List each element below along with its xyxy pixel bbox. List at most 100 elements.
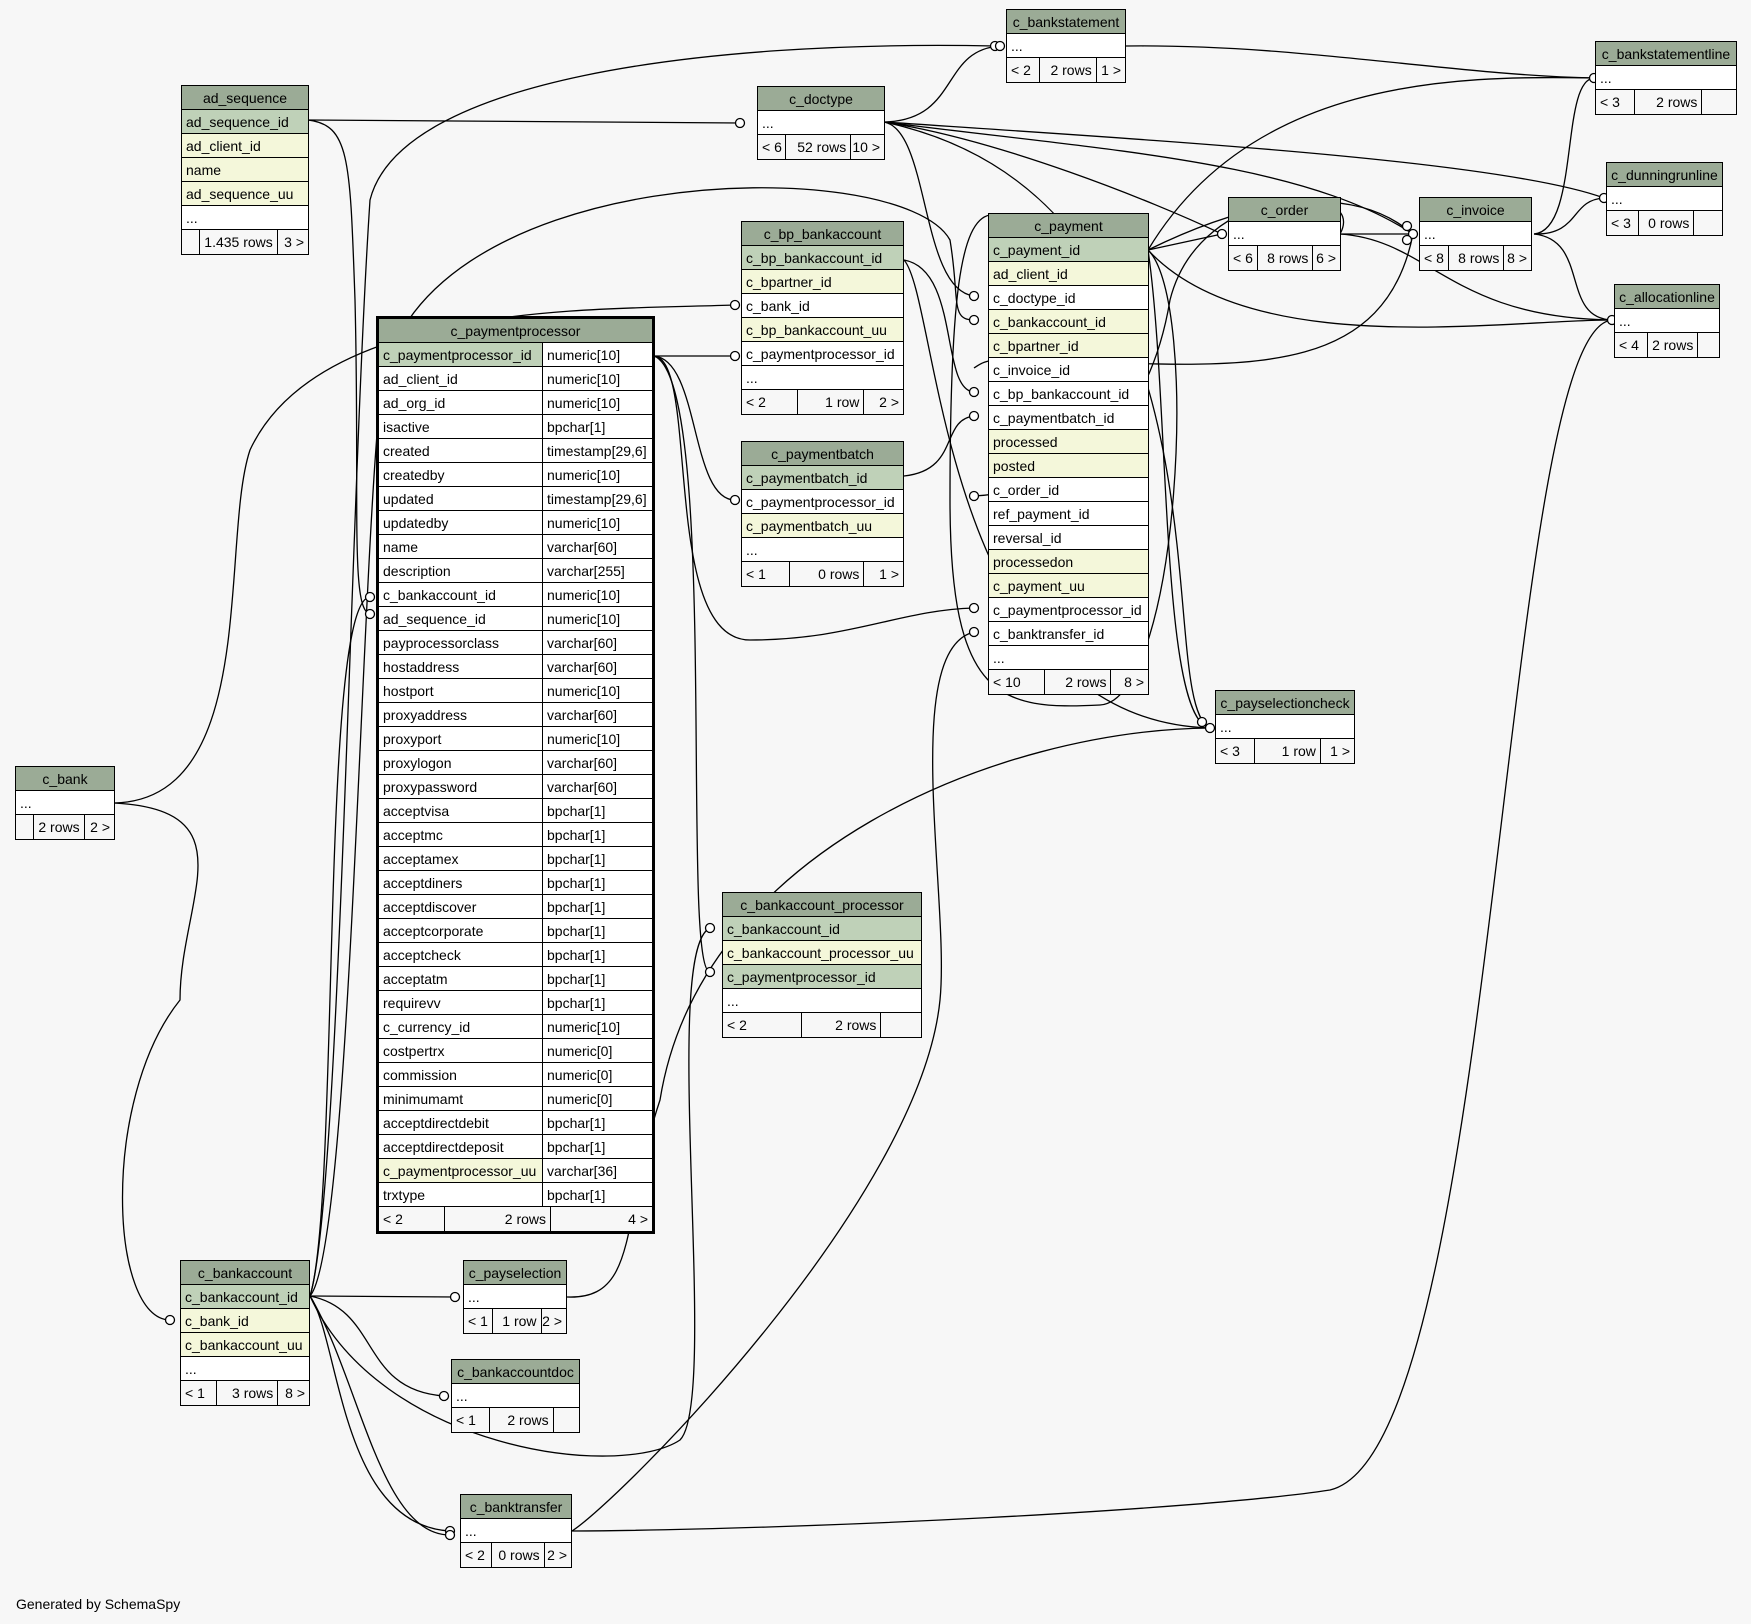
table-header: c_payselectioncheck — [1216, 691, 1354, 715]
edge-bankaccount-banktransfer-2 — [309, 1295, 451, 1536]
table-row: ad_sequence_id — [182, 110, 308, 134]
edge-doctype-order — [883, 121, 1223, 235]
table-row: ... — [16, 791, 114, 815]
table-ad-sequence[interactable]: ad_sequence ad_sequence_id ad_client_id … — [181, 85, 309, 255]
table-header: c_payment — [989, 214, 1148, 238]
edge-bankaccount-payment — [309, 187, 975, 1297]
edge-bank-bpbank — [113, 304, 736, 804]
table-row: c_bpartner_id — [742, 270, 903, 294]
edge-doctype-payselectioncheck — [883, 121, 1211, 729]
table-row: ... — [1420, 222, 1531, 246]
edge-payment-order — [1147, 233, 1223, 251]
table-row: processed — [989, 430, 1148, 454]
table-row: c_bpartner_id — [989, 334, 1148, 358]
edge-bankaccount-bankstatement — [309, 44, 996, 1297]
table-c-bankaccount[interactable]: c_bankaccount c_bankaccount_id c_bank_id… — [180, 1260, 310, 1406]
edge-payment-self — [949, 214, 1178, 707]
table-header: c_bankstatementline — [1596, 42, 1736, 66]
table-c-paymentbatch[interactable]: c_paymentbatch c_paymentbatch_id c_payme… — [741, 441, 904, 587]
table-row: ... — [1229, 222, 1340, 246]
edge-doctype-dunning — [883, 121, 1605, 199]
edge-bankstatement-bankstatementline — [1125, 45, 1595, 79]
table-row: c_bp_bankaccount_id — [989, 382, 1148, 406]
table-row: ad_sequence_uu — [182, 182, 308, 206]
table-header: c_doctype — [758, 87, 884, 111]
edge-banktransfer-allocation — [571, 319, 1613, 1532]
edge-bankaccount-processor — [309, 596, 371, 1297]
table-row: c_bp_bankaccount_id — [742, 246, 903, 270]
edge-adsequence-paymentprocessor — [307, 119, 371, 615]
edge-bankaccount-payselection — [309, 1295, 456, 1298]
table-row: processedon — [989, 550, 1148, 574]
edge-order-allocation — [1339, 233, 1613, 321]
table-row: c_bp_bankaccount_uu — [742, 318, 903, 342]
table-row: c_paymentprocessor_id — [989, 598, 1148, 622]
table-row: ad_client_id — [989, 262, 1148, 286]
table-row: c_banktransfer_id — [989, 622, 1148, 646]
table-row: c_paymentbatch_id — [742, 466, 903, 490]
table-header: ad_sequence — [182, 86, 308, 110]
table-c-bp-bankaccount[interactable]: c_bp_bankaccount c_bp_bankaccount_id c_b… — [741, 221, 904, 415]
table-row: c_bankaccount_id — [723, 917, 921, 941]
table-row: c_bankaccount_processor_uu — [723, 941, 921, 965]
table-header: c_bp_bankaccount — [742, 222, 903, 246]
table-row: ... — [1007, 34, 1125, 58]
table-c-paymentprocessor[interactable]: c_paymentprocessor c_paymentprocessor_id… — [376, 316, 655, 1234]
table-header: c_bank — [16, 767, 114, 791]
table-row: c_doctype_id — [989, 286, 1148, 310]
table-row: ... — [723, 989, 921, 1013]
table-row: ... — [742, 538, 903, 562]
edge-bank-bankaccount — [113, 802, 199, 1321]
table-row: ... — [1615, 309, 1719, 333]
table-header: c_allocationline — [1615, 285, 1719, 309]
edge-payselection-check — [566, 727, 1211, 1298]
table-row: ... — [1607, 187, 1722, 211]
table-header: c_bankstatement — [1007, 10, 1125, 34]
table-c-payment[interactable]: c_payment c_payment_id ad_client_id c_do… — [988, 213, 1149, 695]
table-row: ... — [758, 111, 884, 135]
table-header: c_banktransfer — [461, 1495, 571, 1519]
table-c-bankaccount-processor[interactable]: c_bankaccount_processor c_bankaccount_id… — [722, 892, 922, 1038]
edge-bankaccount-banktransfer-1 — [309, 1295, 451, 1532]
edge-invoice-dunning — [1533, 197, 1605, 235]
